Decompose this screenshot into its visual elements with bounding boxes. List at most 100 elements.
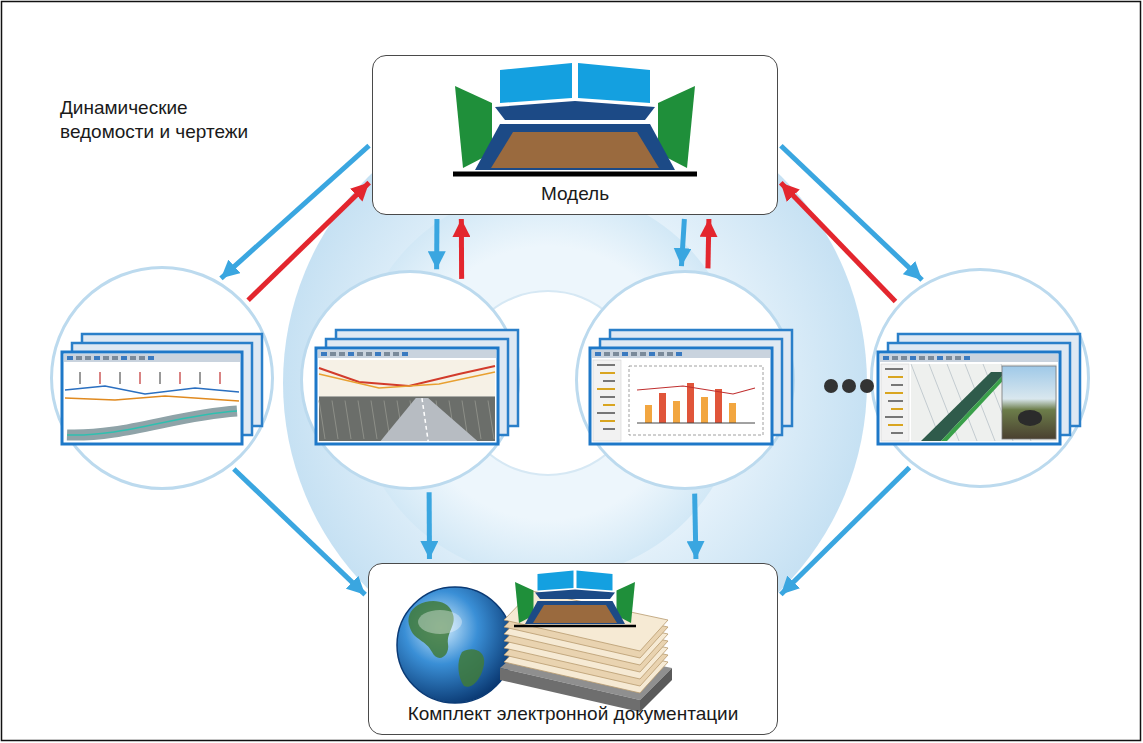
document-sheet — [504, 591, 668, 651]
flow-arrow — [681, 219, 684, 266]
culvert-opening — [1018, 410, 1042, 426]
bar — [687, 383, 694, 423]
slope-right — [658, 86, 695, 168]
circle-outline — [50, 266, 274, 490]
toolbar-button — [67, 356, 73, 360]
toolbar-button — [348, 352, 354, 356]
tick — [119, 372, 120, 384]
circle-outline — [575, 270, 795, 490]
window-back — [326, 339, 508, 435]
toolbar-button — [631, 352, 637, 356]
tick — [99, 372, 100, 384]
stack-side — [500, 668, 640, 712]
tick — [139, 372, 140, 384]
grid-line — [1001, 364, 1031, 441]
window-toolbar — [880, 354, 1058, 362]
toolbar-button — [622, 352, 628, 356]
screenshot-stack — [590, 330, 792, 444]
tool-circle — [300, 270, 520, 490]
flow-arrow — [427, 492, 432, 559]
terrain-texture — [345, 401, 351, 440]
circle-outline — [870, 268, 1090, 488]
window-back — [336, 330, 518, 426]
tree-row — [888, 424, 903, 426]
terrain-texture — [462, 401, 468, 440]
window-toolbar — [64, 354, 240, 362]
profile-line — [319, 366, 495, 386]
toolbar-button — [613, 352, 619, 356]
terrain-texture — [436, 401, 442, 440]
stack-base — [500, 640, 672, 700]
toolbar-button — [366, 352, 372, 356]
tree-row — [603, 428, 615, 430]
circle-shape — [302, 272, 519, 489]
grid-line — [929, 364, 959, 441]
window-back — [610, 330, 792, 426]
toolbar-button — [640, 352, 646, 356]
terrain-texture — [475, 401, 481, 440]
tree-row — [603, 380, 615, 382]
toolbar-button — [103, 356, 109, 360]
verge — [941, 372, 1011, 441]
tree-row — [885, 416, 903, 418]
flow-arrow — [459, 219, 464, 279]
window-back — [82, 334, 262, 426]
globe-icon — [397, 587, 513, 703]
tree-panel — [593, 360, 621, 441]
terrain-texture — [423, 401, 429, 440]
profile-line — [65, 386, 239, 394]
tree-row — [891, 384, 903, 386]
toolbar-button — [955, 356, 961, 360]
terrain-texture — [410, 401, 416, 440]
terrain-texture — [488, 401, 494, 440]
terrain-texture — [358, 401, 364, 440]
base-frame — [475, 124, 675, 170]
screenshot-stack — [316, 330, 518, 444]
tick — [179, 372, 180, 384]
tick — [159, 372, 160, 384]
site-photo — [1002, 366, 1056, 439]
toolbar-button — [130, 356, 136, 360]
document-sheet — [504, 598, 668, 658]
stack-side — [640, 668, 672, 712]
toolbar-button — [667, 352, 673, 356]
circle-shape — [872, 270, 1089, 487]
ellipsis-dot — [824, 379, 838, 393]
toolbar-button — [910, 356, 916, 360]
toolbar-button — [649, 352, 655, 356]
terrain-texture — [397, 401, 403, 440]
terrain-texture — [371, 401, 377, 440]
toolbar-button — [901, 356, 907, 360]
document-sheet — [504, 619, 668, 679]
toolbar-button — [339, 352, 345, 356]
plan-area — [911, 364, 1057, 441]
ellipsis-dot — [860, 379, 874, 393]
flow-arrow — [781, 183, 896, 302]
terrain-texture — [332, 401, 338, 440]
group-heading: Динамические ведомости и чертежи — [60, 96, 265, 144]
box-label: Модель — [541, 183, 609, 206]
window-frame — [590, 348, 772, 444]
slope-left — [455, 86, 492, 168]
document-sheet — [504, 633, 668, 693]
sheet-border — [629, 366, 763, 435]
earth-base — [491, 132, 659, 168]
toolbar-button — [321, 352, 327, 356]
toolbar-button — [85, 356, 91, 360]
toolbar-button — [139, 356, 145, 360]
window-back — [72, 343, 252, 435]
tree-row — [597, 412, 615, 414]
tree-row — [597, 388, 615, 390]
circle-shape — [577, 272, 794, 489]
bar — [701, 397, 708, 423]
panel-left — [500, 63, 572, 103]
toolbar-button — [946, 356, 952, 360]
window-frame — [878, 352, 1060, 444]
tree-row — [597, 364, 615, 366]
bar — [715, 389, 722, 423]
tree-row — [888, 400, 903, 402]
grid-line — [947, 364, 977, 441]
flow-arrow — [221, 146, 369, 279]
toolbar-button — [148, 356, 154, 360]
toolbar-button — [676, 352, 682, 356]
